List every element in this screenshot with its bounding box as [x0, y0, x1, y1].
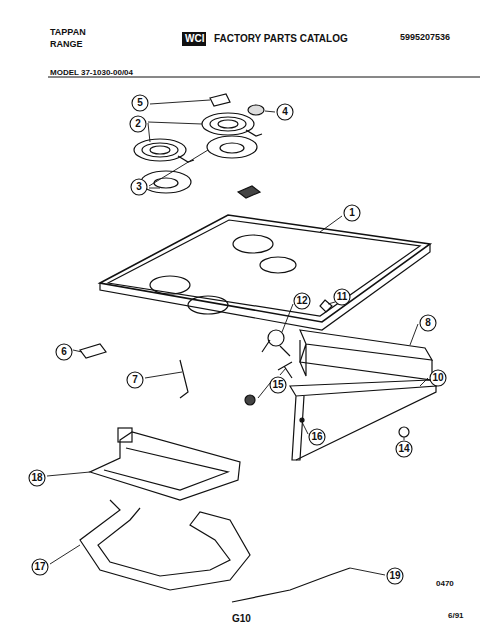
callout-circle — [420, 315, 436, 331]
callout-circle — [334, 289, 350, 305]
callout-circle — [270, 377, 286, 393]
label: FACTORY PARTS CATALOG — [214, 34, 348, 44]
callout-number: 15 — [269, 376, 287, 390]
label: 0470 — [436, 580, 454, 588]
clip — [80, 344, 106, 358]
callout-circle — [396, 441, 412, 457]
terminal — [278, 362, 292, 378]
callout-number: 2 — [129, 115, 147, 133]
callout-number: 16 — [308, 428, 326, 442]
callout-number: 19 — [386, 567, 404, 581]
callout-number: 8 — [419, 314, 437, 332]
wire — [180, 360, 188, 398]
callout-number: 15 — [269, 376, 287, 394]
callout-circle — [294, 293, 310, 309]
callout-number: 1 — [343, 204, 361, 222]
callout-number: 3 — [130, 178, 148, 196]
label: 6/91 — [448, 612, 464, 620]
screw — [399, 427, 409, 437]
callout-number: 14 — [395, 440, 413, 458]
terminal-block — [210, 94, 230, 106]
callout-number: 6 — [55, 343, 73, 361]
callout-circle — [29, 470, 45, 486]
callout-circle — [387, 568, 403, 584]
callout-number: 8 — [419, 314, 437, 328]
screw — [300, 418, 304, 422]
callout-number: 7 — [126, 371, 144, 389]
bracket — [118, 428, 132, 442]
callout-number: 19 — [386, 567, 404, 585]
label: MODEL 37-1030-00/04 — [50, 69, 133, 77]
callout-number: 17 — [31, 558, 49, 576]
callout-number: 1 — [343, 204, 361, 218]
callout-number: 16 — [308, 428, 326, 446]
callout-number: 18 — [28, 469, 46, 487]
callout-number: 17 — [31, 558, 49, 572]
callout-number: 10 — [429, 369, 447, 387]
drip-bowl — [141, 136, 257, 193]
switch — [268, 330, 284, 346]
callout-number: 5 — [131, 94, 149, 112]
lamp — [320, 300, 332, 312]
logo-block — [182, 32, 206, 46]
callout-number: 10 — [429, 369, 447, 383]
label: RANGE — [50, 40, 83, 49]
surface-unit — [134, 113, 262, 162]
callout-circle — [32, 559, 48, 575]
callout-circle — [56, 344, 72, 360]
callout-circle — [430, 370, 446, 386]
callout-number: 12 — [293, 292, 311, 310]
bracket — [238, 186, 260, 198]
callout-number: 12 — [293, 292, 311, 306]
label: TAPPAN — [50, 28, 86, 37]
callout-number: 18 — [28, 469, 46, 483]
knob — [248, 105, 264, 115]
callout-number: 4 — [276, 103, 294, 117]
callout-number: 6 — [55, 343, 73, 357]
callout-circle — [127, 372, 143, 388]
callout-number: 11 — [333, 288, 351, 306]
callout-number: 3 — [130, 178, 148, 192]
broil-element — [104, 448, 228, 490]
callout-number: 14 — [395, 440, 413, 454]
callout-number: 11 — [333, 288, 351, 302]
leader-line — [47, 100, 428, 575]
strip — [296, 386, 436, 460]
switch-lead — [262, 340, 290, 356]
callout-number: 5 — [131, 94, 149, 108]
label: WCI — [185, 34, 204, 44]
strip — [290, 380, 436, 460]
callout-circle — [132, 95, 148, 111]
callout-circle — [277, 104, 293, 120]
cooktop — [100, 215, 430, 330]
callout-circle — [131, 179, 147, 195]
nut — [245, 395, 255, 405]
callout-circle — [309, 429, 325, 445]
broil-element — [90, 432, 240, 500]
callout-number: 2 — [129, 115, 147, 129]
panel — [300, 340, 432, 380]
panel — [300, 330, 432, 376]
callout-circle — [130, 116, 146, 132]
callout-number: 4 — [276, 103, 294, 121]
callout-number: 7 — [126, 371, 144, 385]
label: G10 — [232, 614, 251, 624]
callout-circle — [344, 205, 360, 221]
label: 5995207536 — [400, 33, 450, 42]
bake-element — [80, 500, 250, 590]
wire — [232, 568, 350, 602]
